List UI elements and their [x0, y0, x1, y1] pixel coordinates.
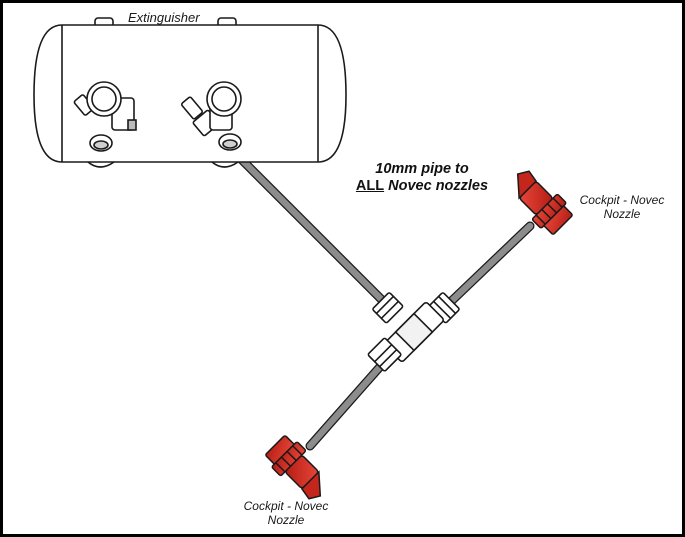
valve-left-icon — [73, 81, 137, 131]
pipe-label-rest: Novec nozzles — [384, 177, 489, 194]
drain-plug-icon — [89, 134, 113, 152]
t-junction-fitting-icon — [367, 292, 460, 372]
nozzle-top-label-line1: Cockpit - Novec — [579, 193, 665, 207]
nozzle-top-label-line2: Nozzle — [603, 206, 641, 221]
valve-right-icon — [180, 81, 242, 151]
nozzle-top-label: Cockpit - Novec Nozzle — [566, 193, 678, 222]
pipe-label-all: ALL — [355, 177, 385, 194]
pipe-label-line1: 10mm pipe to — [375, 161, 469, 177]
nozzle-bottom-label-line1: Cockpit - Novec — [243, 499, 329, 513]
pipe-network — [223, 141, 535, 451]
nozzle-top-icon — [516, 170, 573, 235]
extinguisher-tank-icon — [33, 17, 347, 168]
pipe-label-line2: ALL Novec nozzles — [332, 178, 512, 195]
nozzle-bottom-label-line2: Nozzle — [267, 512, 305, 527]
pipe-label: 10mm pipe to ALL Novec nozzles — [332, 161, 512, 194]
nozzle-bottom-label: Cockpit - Novec Nozzle — [226, 499, 346, 528]
nozzle-bottom-icon — [265, 435, 322, 500]
extinguisher-label: Extinguisher — [128, 10, 200, 25]
